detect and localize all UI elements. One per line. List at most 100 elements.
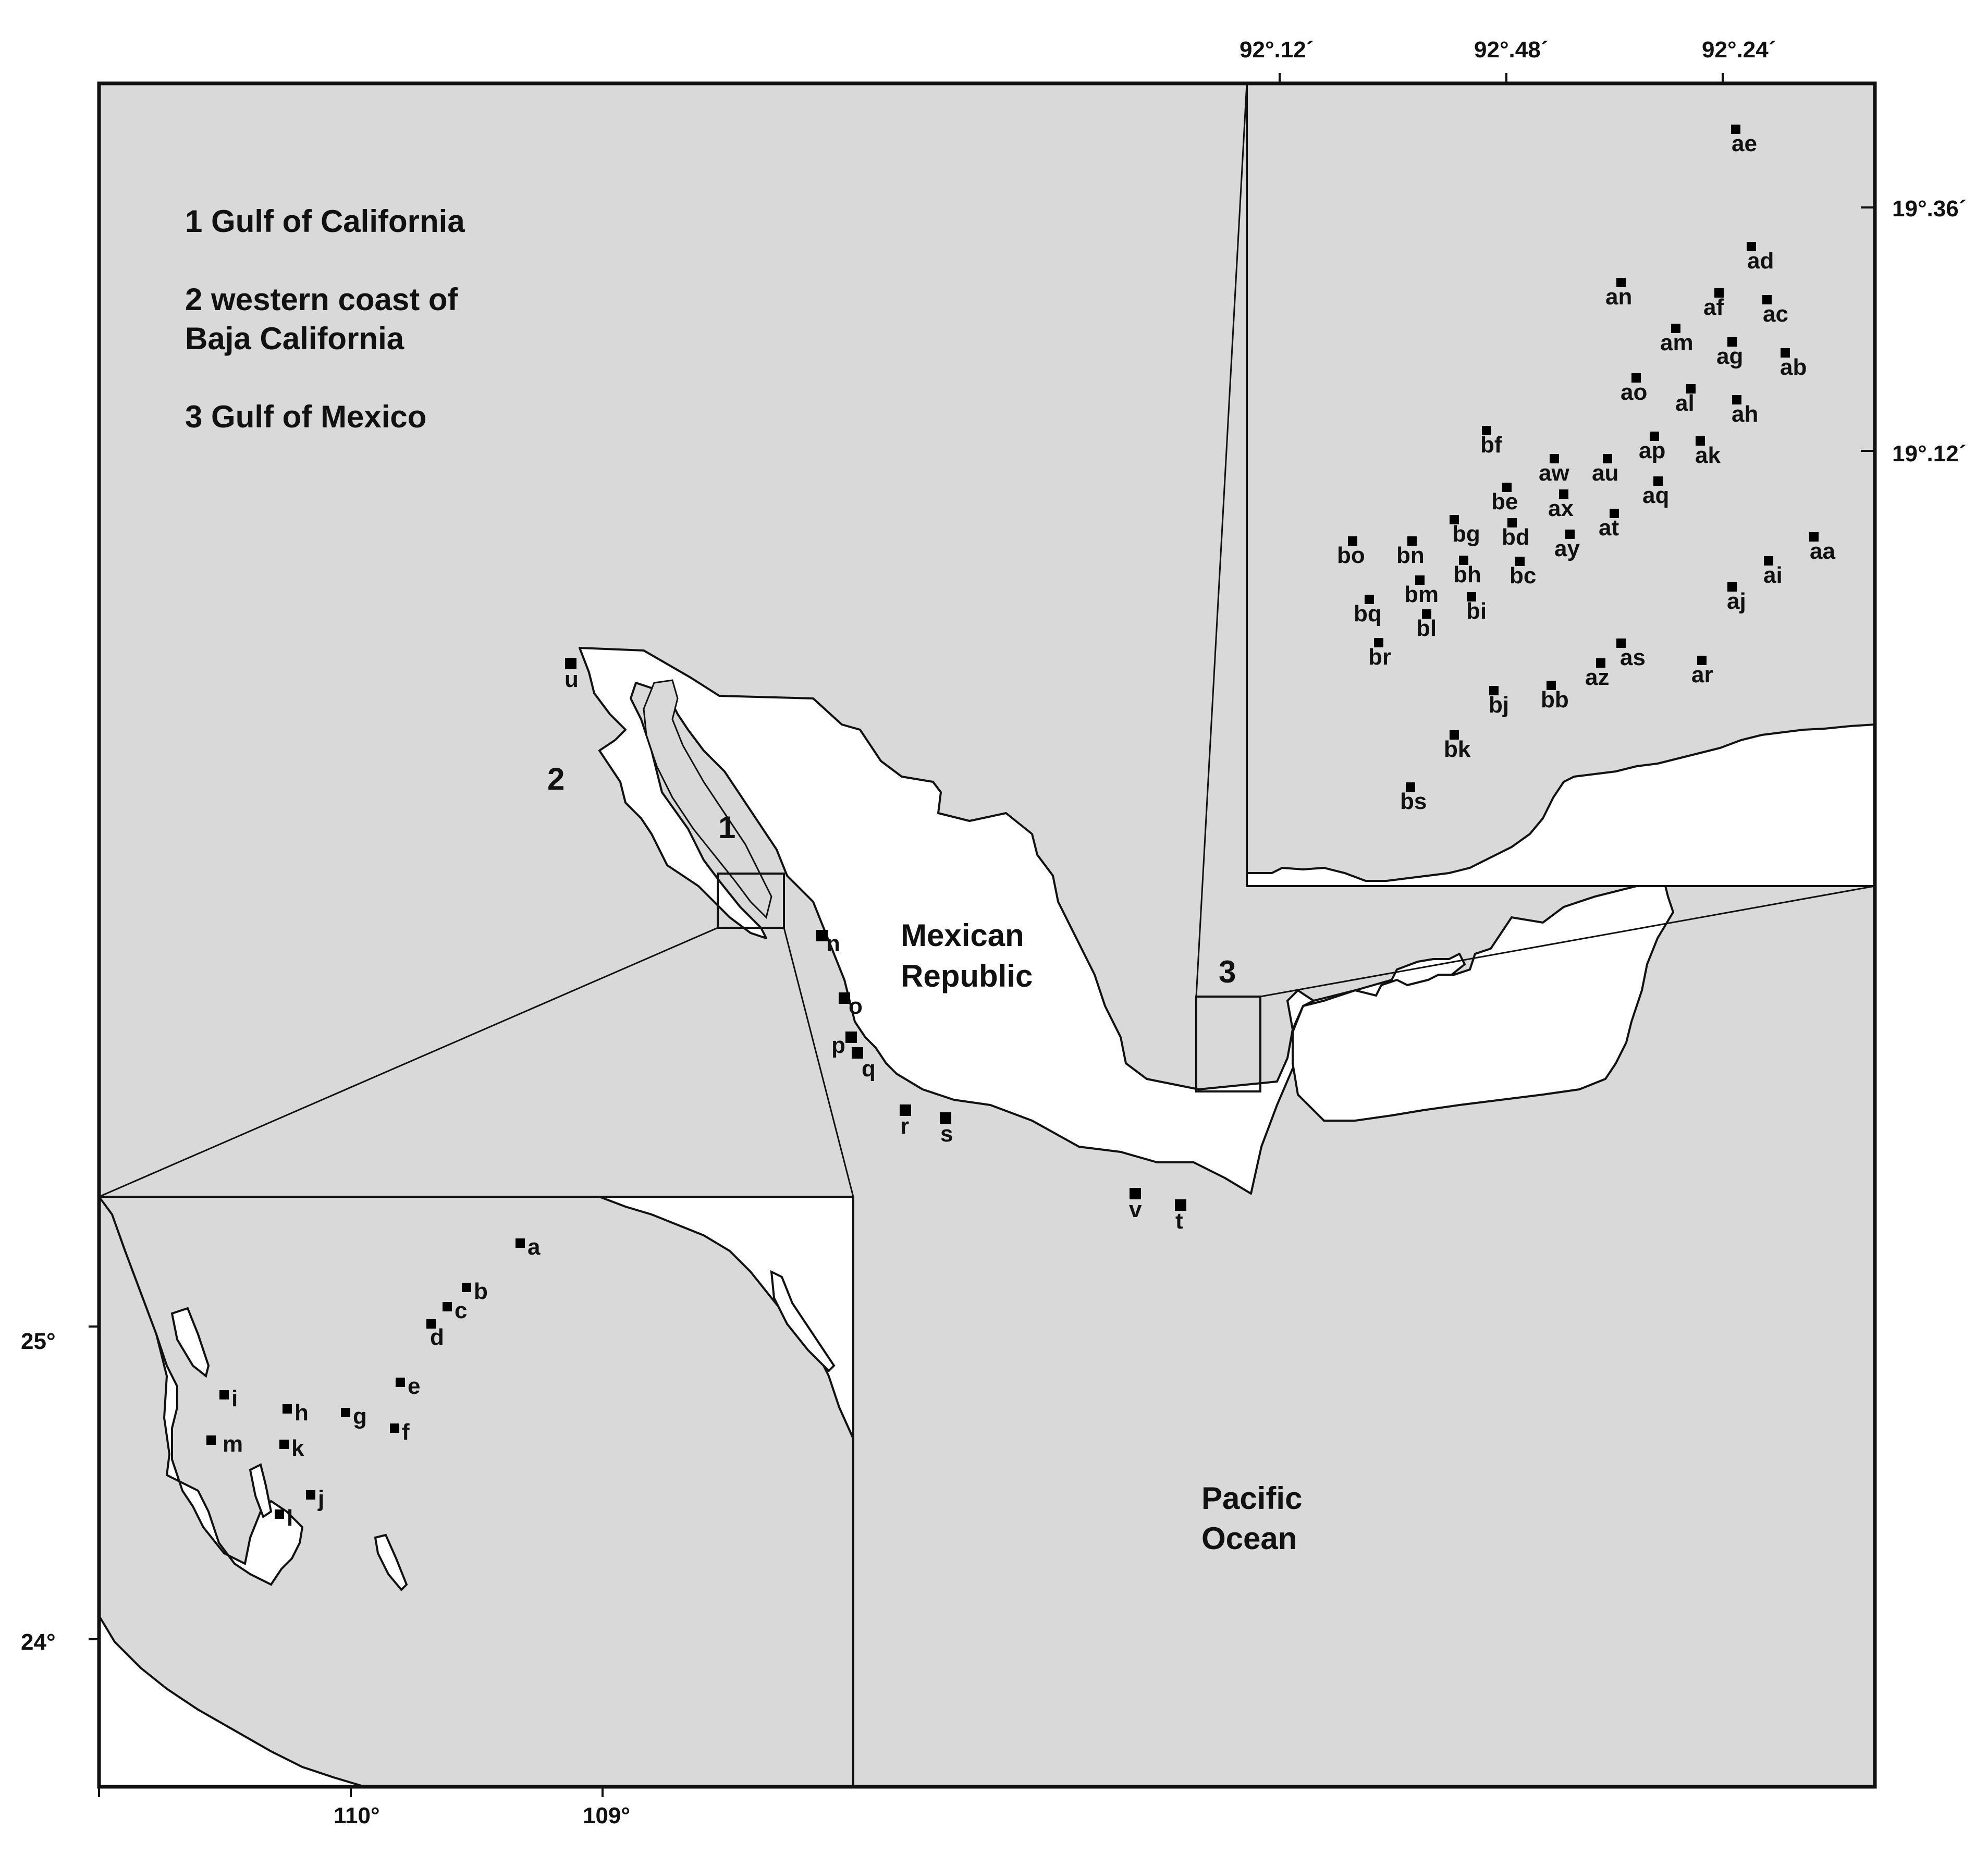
- inset-gc-sea: [99, 1197, 853, 1787]
- site-marker-bm: [1415, 575, 1425, 585]
- site-label-ay: ay: [1554, 536, 1580, 561]
- site-marker-t: [1175, 1199, 1186, 1211]
- site-marker-k: [279, 1440, 289, 1449]
- site-marker-bi: [1467, 592, 1476, 601]
- site-label-p: p: [831, 1033, 845, 1058]
- gulf-mexico-sites: aaabacadaeafagahaiajakalamanaoapaqarasat…: [1337, 125, 1835, 814]
- site-label-i: i: [231, 1386, 238, 1411]
- site-marker-ah: [1732, 395, 1741, 404]
- site-label-br: br: [1368, 644, 1391, 670]
- site-label-n: n: [826, 931, 840, 956]
- map-frame: [97, 81, 1877, 1789]
- site-marker-af: [1714, 288, 1724, 298]
- site-marker-aq: [1653, 476, 1663, 486]
- area-1-label: 1: [718, 810, 735, 845]
- site-label-h: h: [294, 1400, 309, 1426]
- site-label-ar: ar: [1691, 662, 1713, 687]
- axis-label-25: 25°: [21, 1329, 56, 1354]
- site-marker-ab: [1781, 348, 1790, 358]
- gulf-mexico-inset: aaabacadaeafagahaiajakalamanaoapaqarasat…: [1246, 82, 1876, 887]
- site-marker-a: [516, 1238, 525, 1248]
- site-marker-ay: [1565, 530, 1575, 539]
- site-marker-ar: [1697, 656, 1707, 665]
- legend-item-1: 1 Gulf of California: [185, 204, 465, 239]
- legend-item-2-line-1: 2 western coast of: [185, 282, 459, 317]
- site-marker-n: [816, 930, 828, 941]
- connector-line: [99, 927, 718, 1198]
- site-label-j: j: [317, 1486, 324, 1512]
- site-marker-an: [1616, 278, 1626, 287]
- site-marker-g: [341, 1408, 350, 1417]
- site-label-r: r: [900, 1113, 909, 1139]
- site-marker-s: [940, 1112, 951, 1124]
- site-label-bj: bj: [1489, 692, 1509, 718]
- site-label-aq: aq: [1642, 483, 1669, 508]
- site-label-bg: bg: [1452, 521, 1480, 547]
- site-label-ax: ax: [1548, 496, 1574, 521]
- site-label-al: al: [1675, 390, 1695, 416]
- site-label-o: o: [849, 993, 863, 1019]
- site-marker-ae: [1731, 125, 1740, 134]
- site-marker-m: [206, 1435, 216, 1445]
- site-marker-ax: [1559, 489, 1568, 499]
- inset-gm-coast: [1246, 723, 1876, 887]
- site-marker-v: [1130, 1188, 1141, 1199]
- site-marker-bq: [1365, 595, 1374, 604]
- site-marker-e: [396, 1378, 405, 1387]
- site-label-bl: bl: [1416, 616, 1437, 641]
- site-label-bc: bc: [1510, 563, 1536, 588]
- site-marker-d: [426, 1319, 436, 1329]
- axis-label-92-48: 92°.48´: [1474, 37, 1548, 63]
- site-marker-bg: [1450, 515, 1459, 524]
- site-marker-aj: [1727, 582, 1737, 592]
- axis-label-19-12: 19°.12´: [1892, 441, 1966, 466]
- site-label-bd: bd: [1502, 524, 1530, 550]
- inset-gc-island: [249, 1463, 273, 1519]
- site-label-l: l: [287, 1505, 293, 1531]
- site-label-af: af: [1703, 294, 1724, 320]
- site-label-az: az: [1585, 665, 1609, 690]
- site-label-am: am: [1660, 330, 1694, 355]
- site-marker-l: [275, 1509, 284, 1519]
- gulf-mexico-zoom-box: [1195, 996, 1261, 1092]
- inset-gc-island: [770, 1270, 836, 1372]
- site-marker-ak: [1696, 436, 1705, 446]
- site-marker-bk: [1450, 730, 1459, 740]
- country-label-line-1: Mexican: [901, 918, 1024, 953]
- site-marker-bj: [1489, 686, 1499, 695]
- site-label-ae: ae: [1732, 131, 1757, 156]
- site-marker-f: [390, 1423, 399, 1433]
- site-label-aj: aj: [1727, 588, 1746, 614]
- axis-label-19-36: 19°.36´: [1892, 196, 1966, 222]
- site-label-bk: bk: [1444, 736, 1471, 762]
- site-marker-au: [1603, 454, 1612, 463]
- site-label-an: an: [1605, 284, 1632, 310]
- site-marker-as: [1616, 639, 1626, 648]
- site-marker-be: [1502, 483, 1512, 492]
- site-marker-bf: [1482, 426, 1491, 435]
- site-label-u: u: [565, 667, 579, 692]
- site-label-s: s: [940, 1121, 953, 1147]
- site-marker-bo: [1348, 536, 1357, 546]
- ocean-label-line-2: Ocean: [1201, 1521, 1297, 1556]
- site-label-ak: ak: [1695, 443, 1721, 468]
- site-label-d: d: [430, 1324, 444, 1350]
- area-2-label: 2: [547, 762, 565, 796]
- inset-gc-island: [170, 1307, 210, 1378]
- site-label-aw: aw: [1539, 460, 1569, 486]
- site-label-g: g: [353, 1404, 367, 1429]
- site-label-bf: bf: [1480, 432, 1502, 458]
- gulf-california-zoom-box: [717, 873, 785, 929]
- gulf-of-california-water: [643, 679, 772, 919]
- site-label-q: q: [862, 1056, 876, 1082]
- site-marker-bd: [1507, 518, 1517, 527]
- site-label-be: be: [1491, 489, 1518, 514]
- site-label-ao: ao: [1621, 379, 1647, 405]
- site-label-c: c: [455, 1298, 467, 1323]
- axis-label-109: 109°: [583, 1803, 630, 1828]
- site-marker-j: [306, 1490, 315, 1500]
- legend: 1 Gulf of California 2 western coast of …: [185, 204, 465, 434]
